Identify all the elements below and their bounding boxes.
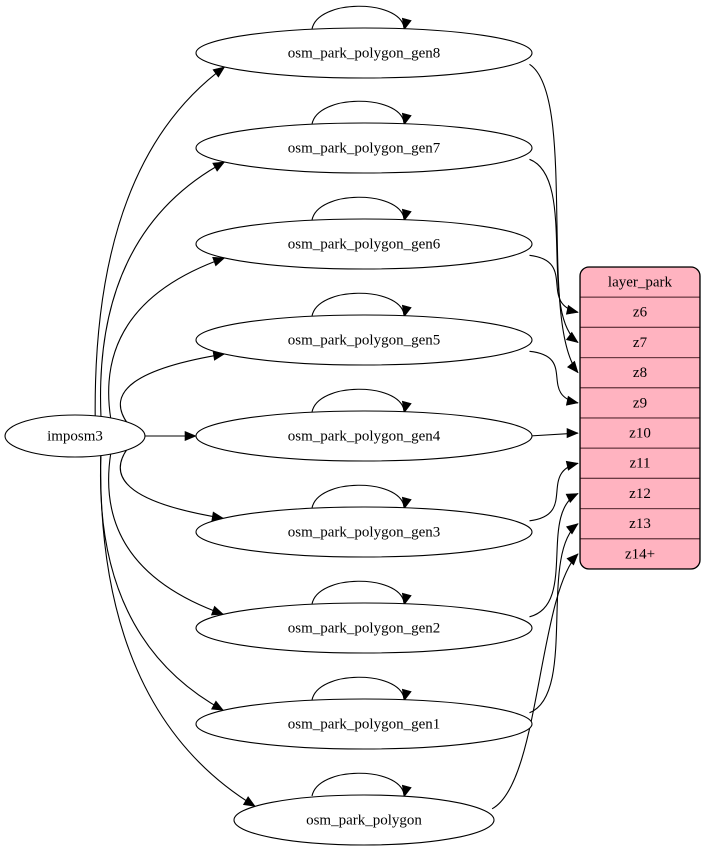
table-row-cell-z14+[interactable]: [580, 538, 700, 569]
arrowhead-self-loop-base: [401, 784, 412, 798]
arrowhead-self-loop-gen4: [401, 400, 412, 414]
table-row-label-z6: z6: [633, 305, 648, 321]
arrowhead-gen6-to-z6: [565, 304, 579, 315]
self-loop-gen7: [311, 100, 405, 125]
self-loop-base: [311, 772, 405, 797]
node-label-gen8: osm_park_polygon_gen8: [288, 45, 440, 61]
edge-gen6-to-z6: [529, 254, 579, 313]
node-gen4[interactable]: [195, 410, 533, 462]
edge-imposm3-to-gen2: [108, 453, 224, 615]
table-row-cell-z8[interactable]: [580, 357, 700, 389]
node-label-gen4: osm_park_polygon_gen4: [288, 428, 441, 444]
node-group: osm_park_polygon_gen8 osm_park_polygon_ge…: [4, 27, 533, 846]
arrowhead-self-loop-gen1: [401, 688, 412, 702]
node-label-gen5: osm_park_polygon_gen5: [288, 332, 440, 348]
arrowhead-gen3-to-z11: [565, 460, 579, 471]
node-label-gen7: osm_park_polygon_gen7: [288, 140, 441, 156]
self-loop-gen4: [311, 388, 405, 413]
arrowhead-imposm3-to-gen1: [211, 700, 224, 711]
arrowhead-gen1-to-z13: [565, 523, 579, 535]
arrowhead-self-loop-gen6: [401, 208, 412, 222]
edge-imposm3-to-gen8: [94, 66, 225, 417]
table-row-label-z8: z8: [633, 365, 647, 381]
node-label-gen2: osm_park_polygon_gen2: [288, 620, 440, 636]
table-row-label-z12: z12: [629, 486, 651, 502]
self-loop-gen6: [311, 196, 405, 221]
edge-imposm3-to-gen6: [108, 257, 225, 419]
node-label-gen6: osm_park_polygon_gen6: [288, 236, 441, 252]
arrowhead-gen4-to-z10: [566, 428, 579, 439]
node-label-gen3: osm_park_polygon_gen3: [288, 524, 440, 540]
node-gen5[interactable]: [195, 314, 533, 366]
node-label-imposm3: imposm3: [47, 428, 103, 444]
arrowhead-imposm3-to-gen6: [212, 256, 226, 267]
node-gen2[interactable]: [195, 602, 533, 654]
edge-gen2-to-z12: [529, 493, 579, 618]
table-row-cell-z6[interactable]: [580, 296, 700, 329]
table-row-label-z7: z7: [633, 335, 648, 351]
node-base[interactable]: [233, 794, 495, 846]
edge-imposm3-to-gen5: [119, 353, 225, 424]
table-header-label: layer_park: [608, 275, 673, 291]
node-imposm3[interactable]: [4, 414, 146, 458]
edge-gen7-to-z7: [529, 158, 579, 343]
self-loop-gen5: [311, 292, 405, 317]
table-row-label-z9: z9: [633, 395, 647, 411]
arrowhead-imposm3-to-gen2: [210, 605, 225, 616]
edge-gen8-to-z8: [529, 63, 579, 374]
table-outline: [579, 266, 701, 570]
node-gen1[interactable]: [195, 698, 533, 750]
self-loop-gen3: [311, 484, 405, 509]
edge-imposm3-to-gen7: [99, 161, 225, 418]
node-label-base: osm_park_polygon: [306, 812, 422, 828]
node-gen3[interactable]: [195, 506, 533, 558]
arrowhead-self-loop-gen2: [401, 592, 412, 606]
edge-imposm3-to-gen3: [119, 448, 224, 519]
table-row-label-z14+: z14+: [625, 546, 655, 562]
table-row-label-z10: z10: [629, 426, 651, 442]
table-row-label-z13: z13: [629, 516, 651, 532]
self-loop-gen2: [311, 580, 405, 605]
node-gen7[interactable]: [195, 122, 533, 174]
arrowhead-gen7-to-z7: [565, 331, 579, 343]
node-gen6[interactable]: [195, 218, 533, 270]
arrowhead-imposm3-to-gen7: [212, 161, 226, 172]
arrowhead-gen2-to-z12: [565, 493, 579, 504]
arrowhead-self-loop-gen7: [401, 112, 412, 126]
arrowhead-imposm3-to-base: [242, 796, 256, 807]
self-loop-gen8: [311, 5, 405, 30]
arrowhead-imposm3-to-gen8: [212, 66, 226, 78]
table-row-cell-z7[interactable]: [580, 326, 700, 359]
arrowhead-base-to-z14+: [566, 553, 579, 566]
arrowhead-self-loop-gen8: [401, 17, 412, 31]
edge-base-to-z14+: [491, 553, 579, 810]
arrowhead-self-loop-gen5: [401, 304, 412, 318]
edge-imposm3-to-base: [100, 454, 256, 807]
self-loop-gen1: [311, 676, 405, 701]
arrowhead-gen5-to-z9: [565, 395, 579, 406]
arrowhead-gen8-to-z8: [566, 360, 579, 374]
arrowhead-imposm3-to-gen4: [184, 430, 197, 442]
edge-group: [94, 5, 579, 810]
edge-gen3-to-z11: [529, 462, 579, 522]
table-row-label-z11: z11: [629, 456, 650, 472]
layer-table-group: layer_park z6 z7 z8 z9 z10 z11 z12 z13 z14+: [579, 266, 701, 570]
edge-gen1-to-z13: [529, 523, 579, 714]
node-label-gen1: osm_park_polygon_gen1: [288, 716, 440, 732]
node-gen8[interactable]: [195, 27, 533, 79]
arrowhead-self-loop-gen3: [401, 496, 412, 510]
